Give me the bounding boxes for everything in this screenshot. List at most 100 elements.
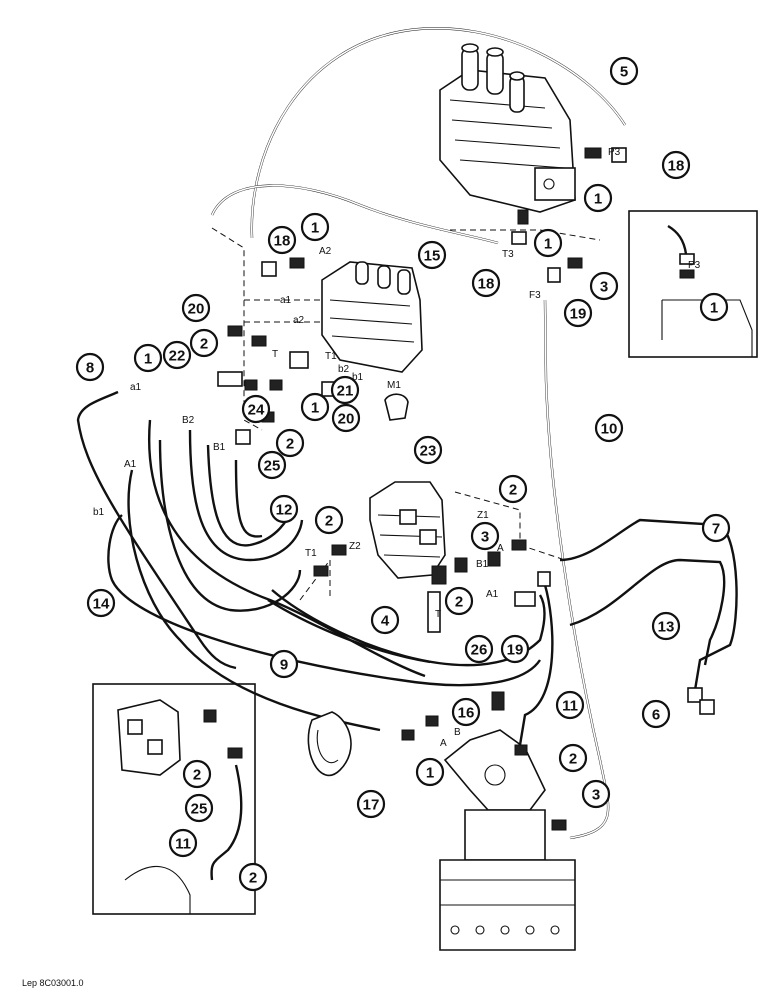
svg-text:4: 4 [381, 613, 390, 630]
svg-text:26: 26 [471, 642, 488, 659]
callout-1: 1 [133, 343, 163, 373]
svg-text:19: 19 [507, 642, 524, 659]
port-label-z2: Z2 [349, 541, 361, 552]
port-label-t1: T1 [325, 351, 337, 362]
callout-26: 26 [464, 634, 494, 664]
hose-clamp [307, 711, 352, 777]
reference-code: Lep 8C03001.0 [22, 978, 84, 988]
callout-7: 7 [701, 513, 731, 543]
svg-text:2: 2 [325, 513, 333, 530]
callout-5: 5 [609, 56, 639, 86]
svg-text:3: 3 [592, 787, 600, 804]
callout-6: 6 [641, 699, 671, 729]
callout-18: 18 [661, 150, 691, 180]
svg-text:19: 19 [570, 306, 587, 323]
callout-11: 11 [168, 828, 198, 858]
callout-1: 1 [300, 392, 330, 422]
svg-text:18: 18 [274, 233, 291, 250]
svg-text:17: 17 [363, 797, 380, 814]
svg-text:11: 11 [175, 836, 191, 853]
callout-20: 20 [331, 403, 361, 433]
callout-25: 25 [257, 450, 287, 480]
callout-10: 10 [594, 413, 624, 443]
callout-1: 1 [699, 292, 729, 322]
callout-18: 18 [267, 225, 297, 255]
port-label-b1: B1 [213, 442, 226, 453]
svg-text:9: 9 [280, 657, 288, 674]
svg-text:1: 1 [144, 351, 152, 368]
callout-16: 16 [451, 697, 481, 727]
port-label-p3: P3 [608, 147, 621, 158]
svg-text:2: 2 [249, 870, 257, 887]
port-label-a1: A1 [486, 589, 499, 600]
callout-2: 2 [275, 428, 305, 458]
svg-text:16: 16 [458, 705, 475, 722]
callout-2: 2 [238, 862, 268, 892]
svg-text:12: 12 [276, 502, 293, 519]
svg-text:2: 2 [200, 336, 208, 353]
port-label-a: A [497, 543, 504, 554]
svg-text:1: 1 [311, 220, 319, 237]
callout-2: 2 [182, 759, 212, 789]
svg-text:22: 22 [169, 348, 186, 365]
svg-text:6: 6 [652, 707, 660, 724]
port-label-a1: A1 [124, 459, 137, 470]
callout-22: 22 [162, 340, 192, 370]
callout-1: 1 [583, 183, 613, 213]
svg-text:25: 25 [191, 801, 208, 818]
callout-2: 2 [189, 328, 219, 358]
port-label-b2: B2 [182, 415, 195, 426]
callout-14: 14 [86, 588, 116, 618]
svg-text:18: 18 [478, 276, 495, 293]
svg-text:18: 18 [668, 158, 685, 175]
callout-11: 11 [555, 690, 585, 720]
svg-text:5: 5 [620, 64, 628, 81]
port-label-z1: Z1 [477, 510, 489, 521]
callout-25: 25 [184, 793, 214, 823]
callout-15: 15 [417, 240, 447, 270]
port-label-f3: F3 [529, 290, 541, 301]
svg-text:1: 1 [311, 400, 319, 417]
callout-3: 3 [581, 779, 611, 809]
svg-text:14: 14 [93, 596, 110, 613]
callout-18: 18 [471, 268, 501, 298]
callout-8: 8 [75, 352, 105, 382]
svg-text:1: 1 [426, 765, 434, 782]
port-label-b2: b2 [338, 364, 350, 375]
svg-text:2: 2 [193, 767, 201, 784]
port-label-t3: T3 [502, 249, 514, 260]
callout-21: 21 [330, 375, 360, 405]
callout-3: 3 [470, 521, 500, 551]
port-label-a2: a2 [293, 315, 305, 326]
port-label-b1: b1 [352, 372, 364, 383]
port-label-t1: T1 [305, 548, 317, 559]
callout-13: 13 [651, 611, 681, 641]
callout-24: 24 [241, 394, 271, 424]
svg-text:8: 8 [86, 360, 94, 377]
port-label-b1: b1 [93, 507, 105, 518]
svg-text:25: 25 [264, 458, 281, 475]
callout-2: 2 [444, 586, 474, 616]
main-control-valve [439, 43, 576, 213]
lower-valve-block [369, 481, 446, 579]
inset-detail-p3 [628, 210, 758, 358]
callout-3: 3 [589, 271, 619, 301]
dashed-reference-lines [211, 227, 601, 601]
swivel-joint [439, 729, 576, 951]
port-label-b: B [454, 727, 461, 738]
port-label-a1: a1 [130, 382, 142, 393]
svg-text:1: 1 [594, 191, 602, 208]
secondary-valve-bank [321, 261, 423, 373]
port-label-a2: A2 [319, 246, 332, 257]
svg-text:7: 7 [712, 521, 720, 538]
svg-text:20: 20 [188, 301, 205, 318]
port-label-p3: P3 [688, 260, 701, 271]
callout-1: 1 [533, 228, 563, 258]
svg-text:24: 24 [248, 402, 265, 419]
callout-9: 9 [269, 649, 299, 679]
svg-text:15: 15 [424, 248, 441, 265]
